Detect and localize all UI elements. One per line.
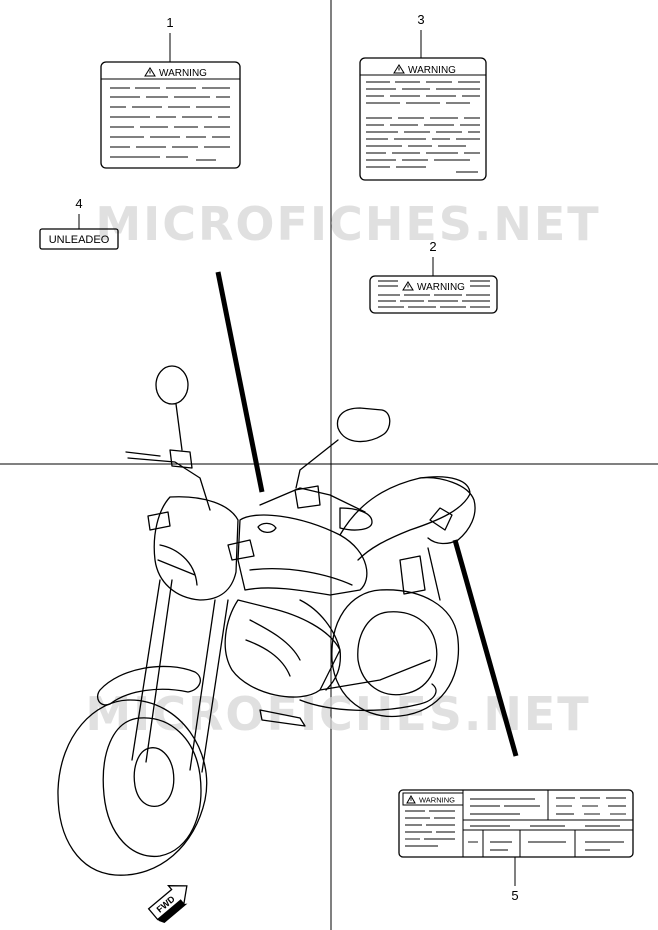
clutch-perch	[294, 485, 321, 509]
part-4[interactable]: 4 UNLEADEO	[39, 196, 119, 250]
rear-tire	[331, 589, 460, 718]
warning-title-5: WARNING	[419, 796, 455, 805]
handlebar-right	[259, 487, 366, 513]
pointer-bar-top	[215, 271, 265, 493]
headlight-cowl	[153, 496, 239, 601]
cylinder-fins	[245, 619, 301, 677]
pointer-bar-bottom	[452, 539, 519, 757]
unleaded-text: UNLEADEO	[49, 234, 110, 246]
mirror-stem-right	[295, 439, 339, 489]
fwd-arrow: FWD	[147, 885, 188, 923]
headlight-lens	[157, 544, 198, 586]
warning-label-3	[359, 57, 487, 181]
unleaded-label	[39, 228, 119, 250]
seat	[339, 476, 471, 561]
part-number-4: 4	[75, 196, 82, 211]
warning-icon	[144, 67, 156, 77]
handlebar-left	[125, 451, 211, 511]
mirror-left	[155, 365, 189, 405]
frame-rail	[299, 599, 342, 691]
footpeg	[259, 709, 306, 727]
warning-icon	[406, 794, 416, 804]
label-text-lines-1	[110, 87, 230, 161]
label-text-lines-5	[405, 797, 626, 851]
part-5[interactable]: WARNING 5	[398, 789, 634, 903]
fuel-tank	[237, 514, 368, 596]
rear-rim	[357, 611, 438, 696]
label-text-lines-3	[366, 81, 480, 173]
motorcycle-illustration	[57, 365, 476, 876]
swingarm	[319, 659, 431, 691]
front-rim	[102, 717, 202, 858]
turn-signal-left	[147, 511, 171, 531]
part-number-5: 5	[511, 888, 518, 903]
brake-master	[169, 449, 193, 469]
exhaust-pipe	[299, 683, 437, 712]
front-hub	[133, 747, 175, 808]
mirror-right	[336, 407, 391, 443]
watermark-top: MICROFICHES.NET	[95, 197, 600, 251]
part-number-1: 1	[166, 15, 173, 30]
fuel-cap	[257, 522, 277, 534]
part-2[interactable]: 2 WARNING	[369, 239, 498, 314]
warning-title-1: WARNING	[159, 68, 207, 79]
part-1[interactable]: 1 WARNING	[100, 15, 241, 169]
fork-right	[189, 599, 229, 773]
part-3[interactable]: 3 WARNING	[359, 12, 487, 181]
rear-shock	[427, 547, 441, 601]
label-text-lines-2	[378, 280, 490, 308]
warning-title-2: WARNING	[417, 282, 465, 293]
warning-icon	[402, 281, 414, 291]
side-cover	[399, 555, 426, 595]
warning-label-1	[100, 61, 241, 169]
tail-section	[419, 477, 476, 545]
arrow-left-icon	[147, 885, 188, 921]
part-number-2: 2	[429, 239, 436, 254]
watermark-bottom: MICROFICHES.NET	[85, 687, 590, 741]
front-tire	[57, 699, 208, 876]
grip-right	[339, 507, 373, 531]
turn-signal-right	[227, 539, 255, 561]
tail-light	[429, 507, 453, 531]
front-fender	[96, 665, 201, 706]
warning-title-3: WARNING	[408, 65, 456, 76]
warning-icon	[393, 64, 405, 74]
fork-left	[131, 579, 173, 763]
part-number-3: 3	[417, 12, 424, 27]
warning-label-5	[398, 789, 634, 858]
engine-block	[224, 599, 341, 698]
mirror-stem-left	[175, 403, 183, 451]
tank-stripe	[249, 568, 353, 586]
warning-label-2	[369, 275, 498, 314]
